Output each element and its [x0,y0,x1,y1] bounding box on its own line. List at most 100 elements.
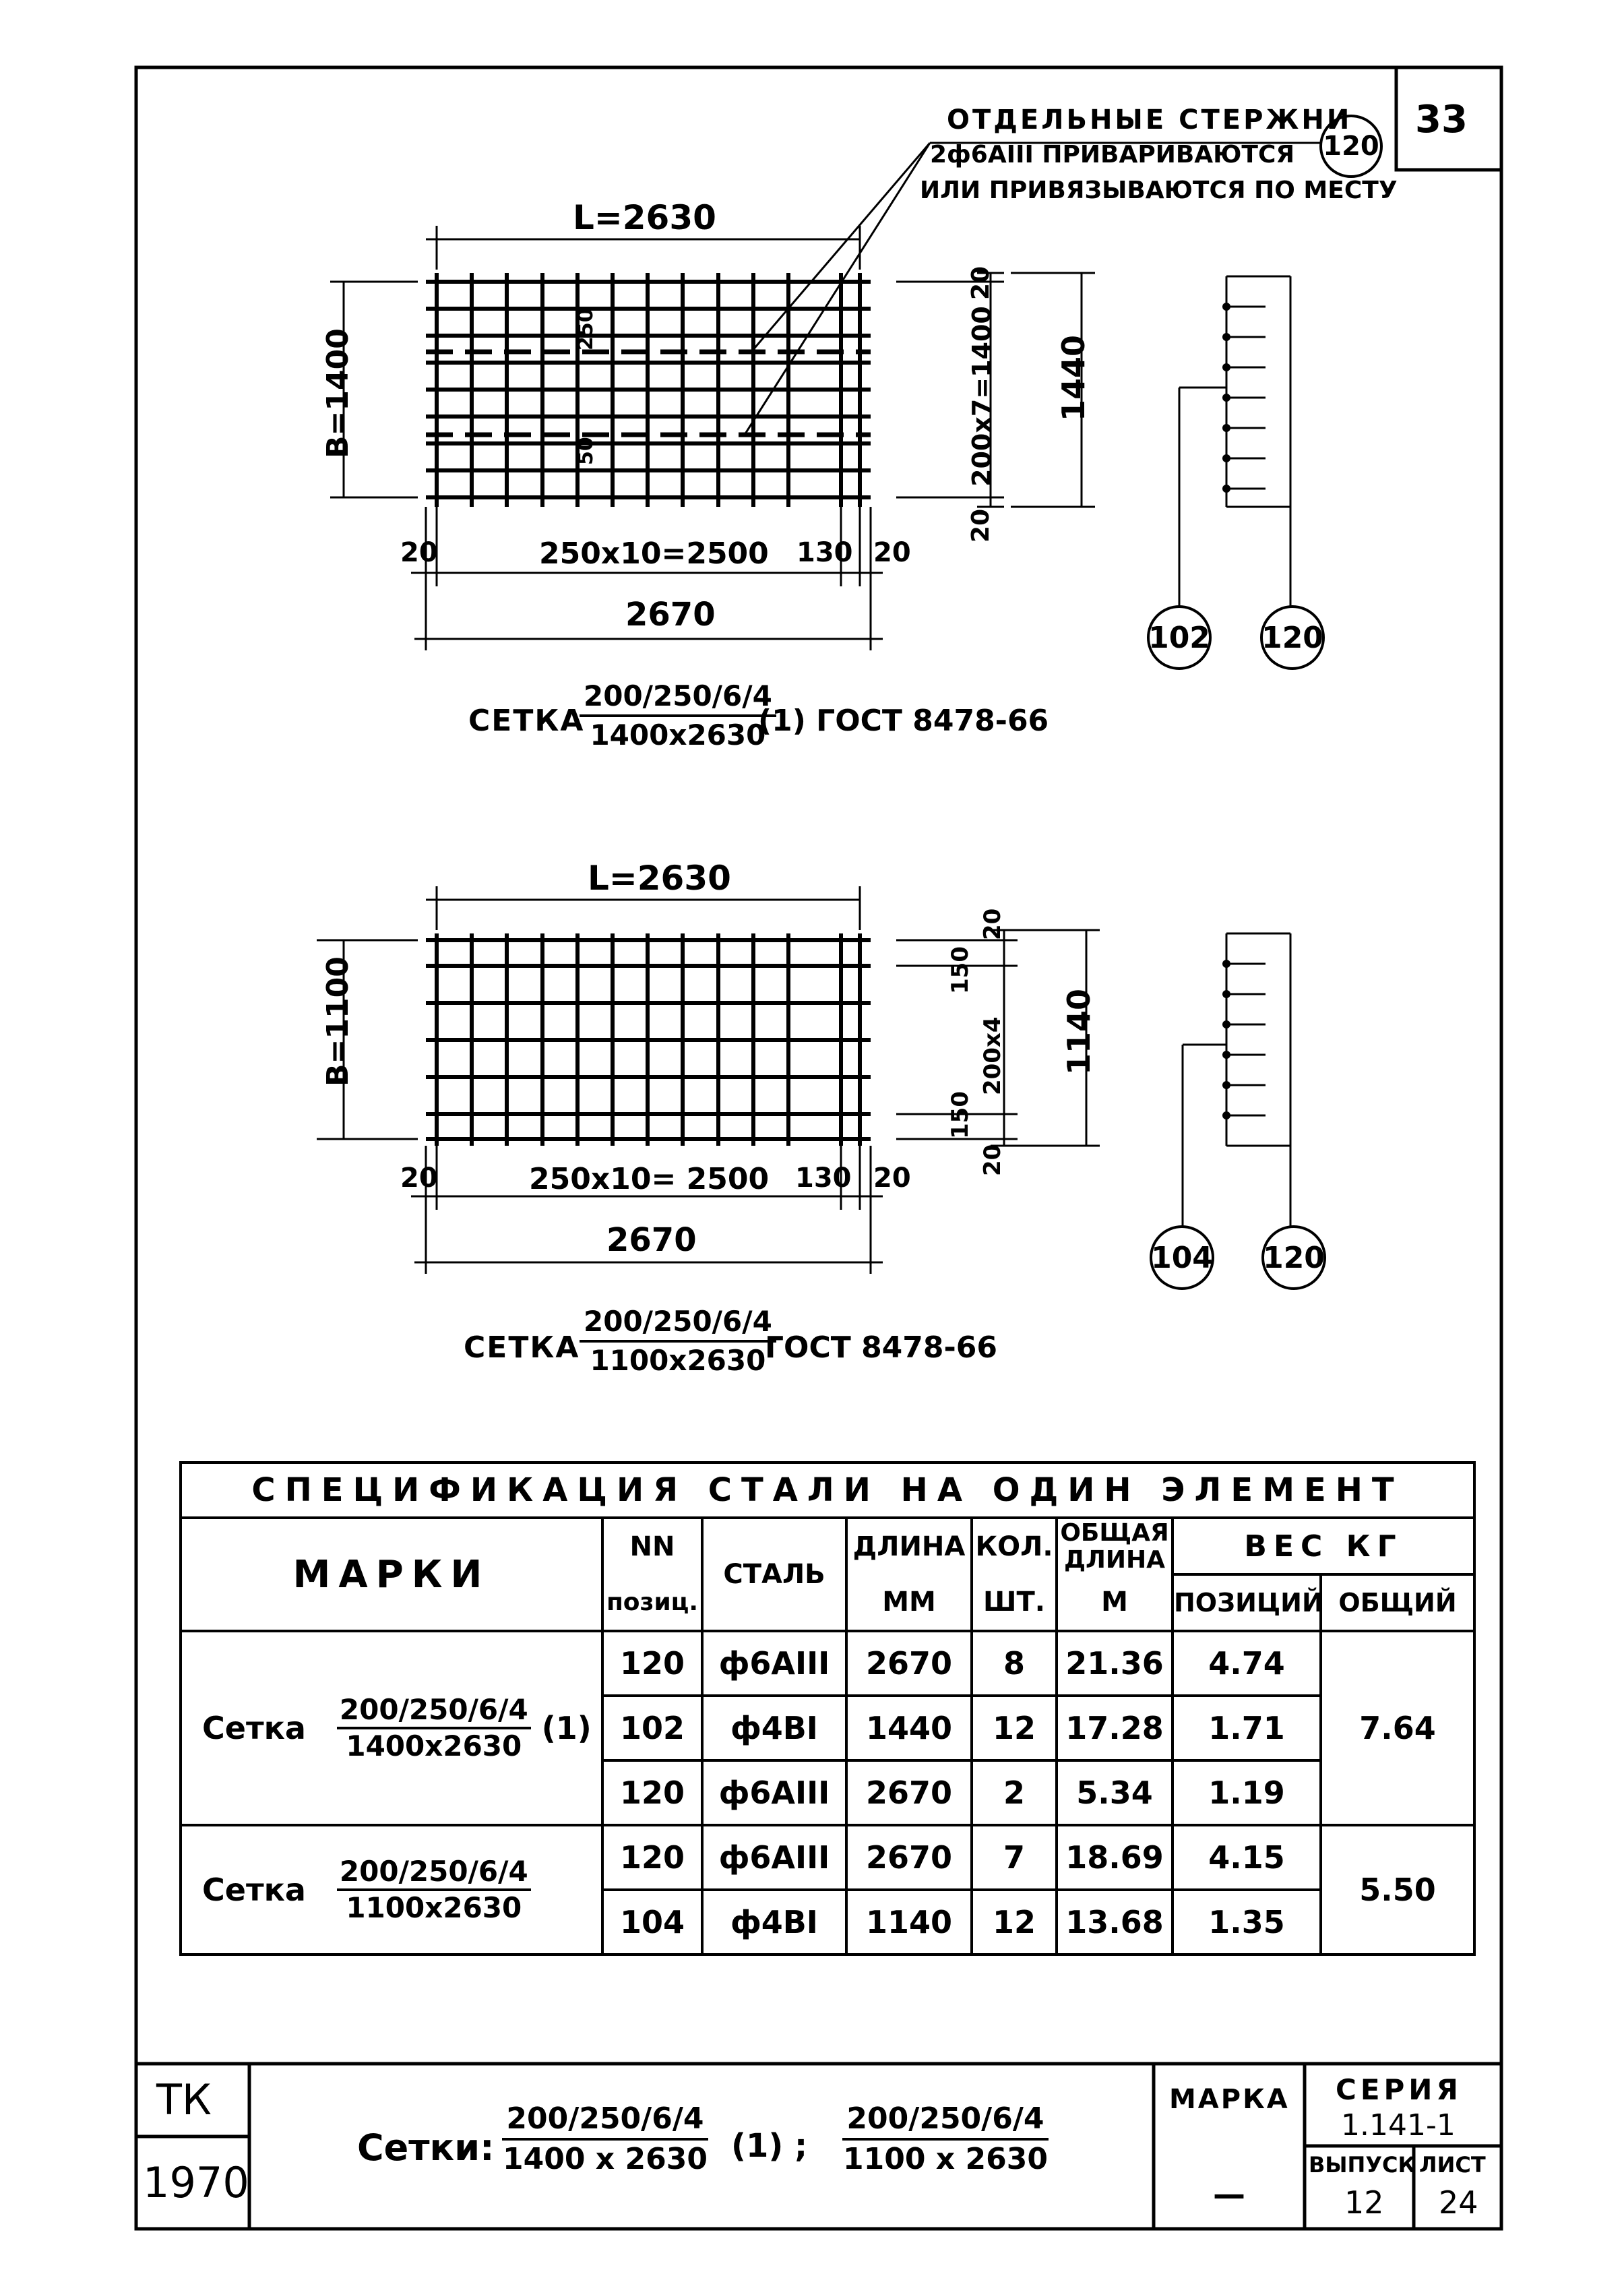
bottom-130-1: 130 [797,537,853,568]
cell-weight: 4.74 [1171,1630,1322,1697]
header-total-length-unit: М [1055,1574,1174,1632]
group-2-total: 5.50 [1319,1824,1476,1956]
title-prefix: Сетки: [357,2126,495,2169]
header-nn: NN [601,1516,704,1574]
group-2-mark-den: 1100x2630 [346,1891,522,1924]
right-top-2: 20 [979,908,1006,940]
sheet-number-box [1394,67,1501,172]
year-label: 1970 [143,2158,249,2207]
group-2-mark-fraction: 200/250/6/4 1100x2630 [336,1857,531,1924]
mark-right-1: 120 [1260,605,1325,670]
cell-length: 2670 [845,1759,973,1826]
mesh-grid-1 [426,273,871,507]
cell-pos: 104 [601,1888,704,1956]
group-1-mark: Сетка 200/250/6/4 1400x2630 (1) [179,1630,604,1826]
header-length-unit: ММ [845,1574,973,1632]
group-1-mark-prefix: Сетка [202,1710,306,1746]
right-span-1: 200x7=1400 [967,306,997,487]
cell-total-length: 18.69 [1055,1824,1174,1891]
bottom-right-2: 20 [873,1163,911,1194]
cell-length: 2670 [845,1824,973,1891]
title-fraction-2: 200/250/6/4 1100 x 2630 [839,2104,1052,2174]
bottom-130-2: 130 [795,1163,852,1194]
bottom-middle-1: 250x10=2500 [539,536,769,571]
cell-qty: 12 [970,1694,1058,1762]
cell-length: 1140 [845,1888,973,1956]
title-fraction-1: 200/250/6/4 1400 x 2630 [499,2104,712,2174]
caption-fraction-1: 200/250/6/4 1400x2630 [580,682,776,749]
header-qty: КОЛ. [970,1516,1058,1574]
group-1-mark-suffix: (1) [541,1710,592,1746]
issue-value: 12 [1344,2184,1384,2221]
cell-weight: 4.15 [1171,1824,1322,1891]
caption-num-1: 200/250/6/4 [580,682,776,717]
table-row: 120 ф6АIII 2670 2 5.34 1.19 [181,1759,1474,1826]
total-length-2: 2670 [606,1221,697,1259]
caption-den-2: 1100x2630 [590,1344,766,1377]
cell-pos: 120 [601,1630,704,1697]
right-span-2: 200x4 [979,1016,1006,1095]
header-marks: МАРКИ [179,1516,604,1632]
spec-title: СПЕЦИФИКАЦИЯ СТАЛИ НА ОДИН ЭЛЕМЕНТ [179,1461,1476,1519]
series-value: 1.141-1 [1341,2108,1456,2143]
caption-prefix-2: СЕТКА [464,1330,580,1365]
marka-value: — [1213,2176,1245,2213]
right-bottom-2: 20 [979,1144,1006,1176]
callout-line-1: ОТДЕЛЬНЫЕ СТЕРЖНИ [947,104,1352,135]
cell-pos: 102 [601,1694,704,1762]
cell-steel: ф4ВI [701,1888,848,1956]
caption-suffix-1: (1) ГОСТ 8478-66 [758,704,1049,738]
title-suffix-1: (1) ; [731,2127,808,2165]
dimensions-2 [317,886,1292,1274]
cell-qty: 2 [970,1759,1058,1826]
group-1-mark-num: 200/250/6/4 [336,1696,531,1729]
group-2-mark: Сетка 200/250/6/4 1100x2630 [179,1824,604,1956]
sheet-label: ЛИСТ [1419,2152,1486,2178]
header-qty-unit: ШТ. [970,1574,1058,1632]
header-total-length: ОБЩАЯ ДЛИНА [1055,1516,1174,1574]
sheet-number: 33 [1415,98,1468,142]
right-top-1: 20 [967,266,995,300]
callout-mark: 120 [1319,115,1383,178]
caption-den-1: 1400x2630 [590,718,766,751]
header-weight: ВЕС КГ [1170,1516,1476,1576]
cell-steel: ф4ВI [701,1694,848,1762]
bottom-left-1: 20 [400,537,438,568]
width-label-1: B=1400 [321,328,355,458]
cell-weight: 1.35 [1171,1888,1322,1956]
right-150b-2: 150 [947,1091,974,1139]
dim-250-1: 250 [574,308,598,350]
caption-suffix-2: ГОСТ 8478-66 [765,1330,998,1365]
cell-pos: 120 [601,1759,704,1826]
right-150a-2: 150 [947,946,974,994]
series-label: СЕРИЯ [1336,2073,1462,2106]
bottom-left-2: 20 [400,1163,438,1194]
mark-right-2: 120 [1261,1225,1326,1290]
header-steel: СТАЛЬ [701,1516,848,1632]
cell-qty: 7 [970,1824,1058,1891]
cell-length: 1440 [845,1694,973,1762]
length-label-2: L=2630 [588,859,731,898]
width-label-2: B=1100 [321,956,355,1086]
group-2-mark-prefix: Сетка [202,1872,306,1908]
caption-fraction-2: 200/250/6/4 1100x2630 [580,1308,776,1375]
cell-weight: 1.19 [1171,1759,1322,1826]
spec-table: СПЕЦИФИКАЦИЯ СТАЛИ НА ОДИН ЭЛЕМЕНТ МАРКИ… [179,1461,1476,1956]
caption-prefix-1: СЕТКА [468,704,585,738]
cell-weight: 1.71 [1171,1694,1322,1762]
header-length: ДЛИНА [845,1516,973,1574]
table-row: Сетка 200/250/6/4 1400x2630 (1) 120 ф6АI… [179,1630,1476,1826]
title-num-2: 200/250/6/4 [842,2104,1049,2141]
issue-label: ВЫПУСК [1309,2152,1416,2178]
title-den-1: 1400 x 2630 [503,2142,708,2176]
right-total-2: 1140 [1061,988,1097,1075]
table-row: 102 ф4ВI 1440 12 17.28 1.71 [181,1694,1474,1762]
dim-50-1: 50 [574,437,598,465]
right-total-1: 1440 [1055,334,1092,421]
sheet-frame [134,65,1503,2231]
table-row: Сетка 200/250/6/4 1100x2630 120 ф6АIII 2… [179,1824,1476,1956]
header-weight-positions: ПОЗИЦИЙ [1171,1573,1323,1632]
dimensions-1 [330,142,1321,650]
section-dots-2 [1222,960,1230,1119]
